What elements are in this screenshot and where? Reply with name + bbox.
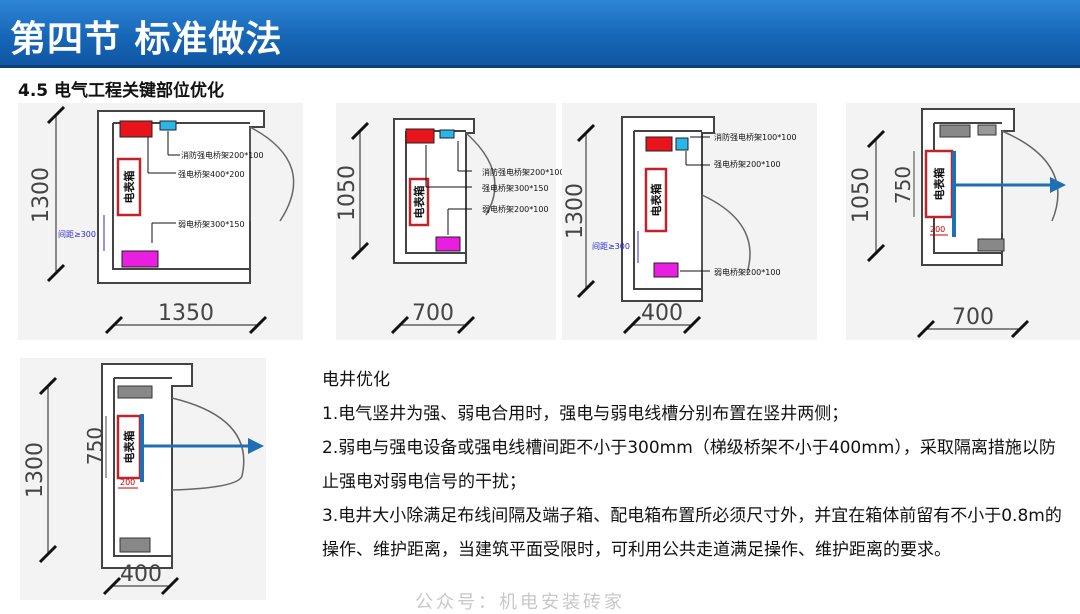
- shaft-plan-2-drawing: 电表箱 消防强电桥架200*100 强电桥架300*150 弱电桥架200*10…: [335, 118, 565, 335]
- note-fire-tray: 消防强电桥架100*100: [714, 132, 797, 142]
- meter-box-label: 电表箱: [932, 168, 946, 201]
- dim-vertical: 1300: [563, 183, 588, 239]
- dim-vertical: 1300: [23, 442, 48, 498]
- note-strong-tray: 强电桥架200*100: [714, 159, 781, 169]
- shaft-plan-4-drawing: 电表箱 200 750 1050 700: [849, 108, 1066, 339]
- dim-horizontal: 400: [641, 301, 683, 326]
- body-item-1: 1.电气竖井为强、弱电合用时，强电与弱电线槽分别布置在竖井两侧；: [322, 404, 849, 424]
- body-item-2: 2.弱电与强电设备或强电线槽间距不小于300mm（梯级桥架不小于400mm），采…: [322, 438, 1056, 492]
- dim-inner: 750: [83, 427, 107, 465]
- dim-vertical: 1050: [849, 167, 874, 223]
- section-subtitle: 4.5 电气工程关键部位优化: [18, 81, 225, 101]
- meter-box-label: 电表箱: [412, 186, 426, 219]
- shaft-plan-figure-4: 电表箱 200 750 1050 700: [846, 103, 1080, 340]
- spacing-note: 间距≥300: [58, 230, 96, 239]
- shaft-plan-figure-5: 电表箱 200 750 1300 400: [20, 358, 266, 600]
- shaft-plan-figure-3: 电表箱 消防强电桥架100*100 强电桥架200*100 弱电桥架200*10…: [562, 103, 817, 340]
- body-heading: 电井优化: [322, 370, 390, 390]
- dim-horizontal: 1350: [158, 301, 214, 326]
- page-title: 第四节 标准做法: [10, 19, 283, 60]
- dim-vertical: 1050: [335, 165, 360, 221]
- note-weak-tray: 弱电桥架300*150: [178, 219, 245, 229]
- meter-box-label: 电表箱: [649, 184, 663, 217]
- note-fire-tray: 消防强电桥架200*100: [181, 150, 264, 160]
- dim-horizontal: 700: [412, 301, 454, 326]
- watermark: 公众号：机电安装砖家: [415, 592, 625, 613]
- dim-horizontal: 400: [120, 562, 162, 587]
- shaft-plan-1-drawing: 电表箱 消防强电桥架200*100 强电桥架400*200 弱电桥架300*15…: [29, 105, 295, 335]
- shaft-plan-figure-2: 电表箱 消防强电桥架200*100 强电桥架300*150 弱电桥架200*10…: [335, 103, 565, 340]
- gap-label: 200: [120, 478, 135, 487]
- title-bar: 第四节 标准做法: [0, 0, 1080, 68]
- dim-inner: 750: [891, 166, 915, 204]
- dim-horizontal: 700: [952, 305, 994, 330]
- shaft-plan-5-drawing: 电表箱 200 750 1300 400: [23, 363, 264, 596]
- shaft-plan-figure-1: 电表箱 消防强电桥架200*100 强电桥架400*200 弱电桥架300*15…: [18, 103, 303, 340]
- dim-vertical: 1300: [29, 167, 54, 223]
- meter-box-label: 电表箱: [122, 431, 136, 464]
- note-weak-tray: 弱电桥架200*100: [714, 267, 781, 277]
- gap-label: 200: [930, 225, 945, 234]
- meter-box-label: 电表箱: [122, 171, 136, 204]
- note-strong-tray: 强电桥架400*200: [178, 169, 245, 179]
- shaft-plan-3-drawing: 电表箱 消防强电桥架100*100 强电桥架200*100 弱电桥架200*10…: [563, 116, 797, 335]
- note-fire-tray: 消防强电桥架200*100: [482, 167, 565, 177]
- note-strong-tray: 强电桥架300*150: [482, 183, 549, 193]
- note-weak-tray: 弱电桥架200*100: [482, 204, 549, 214]
- body-text: 电井优化 1.电气竖井为强、弱电合用时，强电与弱电线槽分别布置在竖井两侧； 2.…: [322, 363, 1067, 567]
- spacing-note: 间距≥300: [592, 242, 630, 251]
- body-item-3: 3.电井大小除满足布线间隔及端子箱、配电箱布置所必须尺寸外，并宜在箱体前留有不小…: [322, 506, 1062, 560]
